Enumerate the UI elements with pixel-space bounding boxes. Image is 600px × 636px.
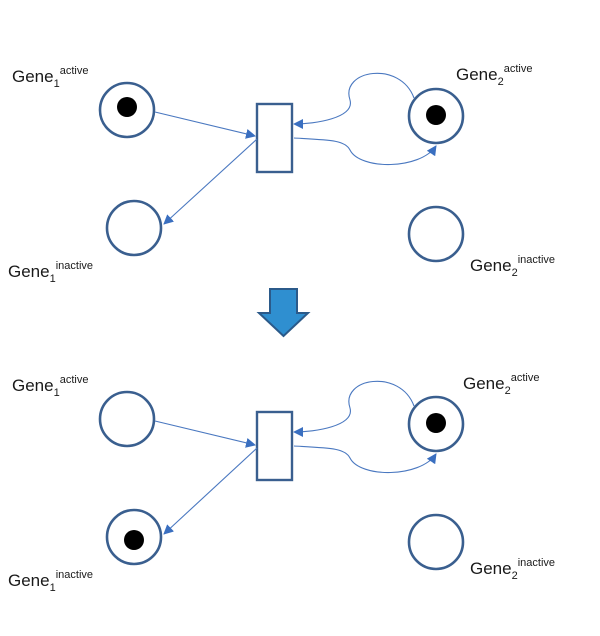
gene2-active-label: Gene2active	[463, 372, 539, 397]
token	[124, 530, 144, 550]
gene2-inactive-label: Gene2inactive	[470, 254, 555, 279]
arc-transition-to-gene1-inactive	[163, 447, 258, 535]
place-gene1-active	[98, 390, 156, 448]
token	[426, 413, 446, 433]
arc-gene2-active-to-transition	[293, 72, 415, 129]
gene1-inactive-label: Gene1inactive	[8, 569, 93, 594]
token	[117, 97, 137, 117]
gene2-active-label: Gene2active	[456, 63, 532, 88]
place-gene2-inactive	[407, 513, 465, 571]
gene1-inactive-label: Gene1inactive	[8, 260, 93, 285]
transition	[255, 102, 294, 174]
token	[426, 105, 446, 125]
transition	[255, 410, 294, 482]
down-arrow-icon	[256, 288, 311, 338]
place-gene2-inactive	[407, 205, 465, 263]
arc-gene1-active-to-transition	[154, 111, 256, 139]
arc-transition-to-gene2-active	[293, 137, 437, 166]
gene1-active-label: Gene1active	[12, 374, 88, 399]
place-gene1-inactive	[105, 199, 163, 257]
net-state-before: Gene1active Gene2active Gene1inactive Ge…	[8, 63, 555, 285]
arc-transition-to-gene1-inactive	[163, 138, 258, 225]
gene2-inactive-label: Gene2inactive	[470, 557, 555, 582]
arc-transition-to-gene2-active	[293, 445, 437, 474]
arc-gene1-active-to-transition	[154, 420, 256, 448]
gene1-active-label: Gene1active	[12, 65, 88, 90]
net-state-after: Gene1active Gene2active Gene1inactive Ge…	[8, 372, 555, 594]
arc-gene2-active-to-transition	[293, 380, 415, 437]
